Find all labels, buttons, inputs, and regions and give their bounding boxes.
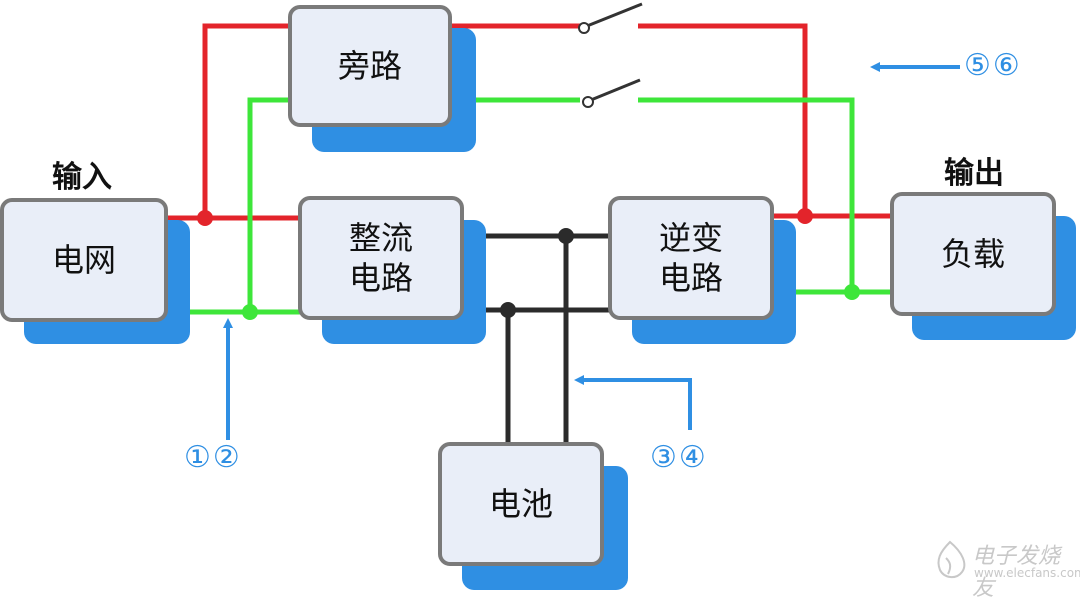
watermark-url: www.elecfans.com [974, 566, 1080, 580]
inverter-block: 逆变 电路 [608, 196, 774, 320]
bypass-switch-top [581, 2, 643, 30]
inverter-label: 逆变 电路 [658, 219, 723, 297]
arrow-battery-left [574, 375, 692, 430]
dc-bus-wires [486, 233, 612, 446]
load-block: 负载 [890, 192, 1056, 316]
load-label: 负载 [940, 235, 1005, 273]
grid-to-bypass-phase [202, 23, 290, 218]
junction-dots [197, 208, 860, 320]
marker-5-6: ⑤⑥ [964, 48, 1022, 83]
battery-label: 电池 [488, 485, 553, 523]
battery-block: 电池 [438, 442, 604, 566]
phase-wires [165, 2, 892, 221]
marker-3-4: ③④ [650, 440, 708, 475]
grid-block: 电网 [0, 198, 168, 322]
switch-contacts [578, 22, 594, 108]
rectifier-block: 整流 电路 [298, 196, 464, 320]
switch-to-output-phase [638, 23, 808, 216]
bypass-switch-bottom [585, 78, 641, 104]
output-heading: 输出 [944, 156, 1004, 191]
grid-to-bypass-neutral [247, 97, 290, 312]
watermark-logo-icon [937, 540, 966, 578]
grid-label: 电网 [51, 241, 116, 279]
switch-to-output-neutral [638, 97, 855, 292]
watermark: 电子发烧友 www.elecfans.com [930, 536, 1080, 601]
marker-1-2: ①② [184, 440, 242, 475]
bypass-label: 旁路 [337, 47, 402, 85]
bypass-block: 旁路 [288, 5, 452, 127]
rectifier-label: 整流 电路 [348, 219, 413, 297]
input-heading: 输入 [52, 160, 112, 195]
indicator-arrows [223, 62, 960, 440]
